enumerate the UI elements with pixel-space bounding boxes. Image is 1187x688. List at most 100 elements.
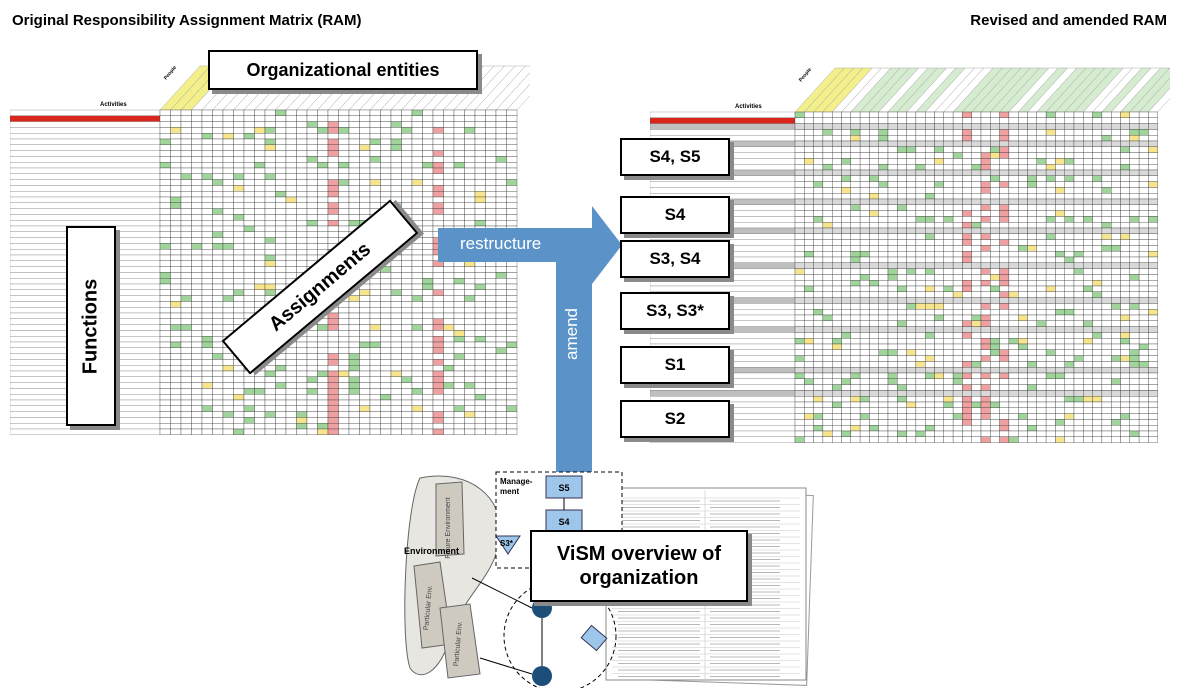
matrix-cell [906,158,917,165]
matrix-cell [233,214,245,221]
matrix-cell [962,135,972,142]
matrix-cell [999,384,1010,391]
matrix-cell [338,121,350,128]
matrix-cell [822,164,833,171]
matrix-cell [506,225,518,232]
matrix-cell [869,390,879,397]
matrix-cell [943,291,954,298]
matrix-cell [971,274,982,281]
matrix-cell [832,303,842,310]
matrix-cell [999,117,1010,124]
matrix-cell [962,123,972,130]
matrix-cell [952,396,963,403]
matrix-cell [906,239,917,246]
matrix-cell [306,347,318,354]
matrix-cell [275,115,287,122]
matrix-cell [443,278,455,285]
matrix-cell [1092,384,1103,391]
matrix-cell [906,274,917,281]
matrix-cell [943,181,954,188]
matrix-cell [191,307,203,314]
matrix-cell [999,291,1010,298]
matrix-cell [285,254,297,261]
matrix-cell [506,428,518,435]
matrix-cell [233,417,245,424]
matrix-cell [934,233,944,240]
matrix-cell [915,181,926,188]
matrix-row-label [650,181,796,188]
matrix-cell [296,411,308,418]
matrix-cell [464,144,476,151]
matrix-cell [850,140,861,147]
matrix-cell [1129,111,1140,118]
matrix-cell [369,312,381,319]
matrix-cell [275,202,287,209]
matrix-cell [348,121,360,128]
matrix-cell [1008,117,1019,124]
matrix-cell [906,326,917,333]
matrix-cell [369,370,381,377]
matrix-cell [1148,245,1158,252]
matrix-cell [952,274,963,281]
matrix-cell [1129,407,1140,414]
matrix-cell [841,204,851,211]
matrix-cell [422,185,434,192]
matrix-cell [1111,309,1121,316]
matrix-cell [971,227,982,234]
matrix-cell [925,146,935,153]
matrix-cell [1064,367,1075,374]
matrix-cell [1148,378,1158,385]
matrix-cell [897,390,907,397]
matrix-cell [243,144,255,151]
matrix-cell [1083,152,1093,159]
matrix-cell [1092,129,1103,136]
matrix-cell [794,262,805,269]
matrix-cell [1092,355,1103,362]
matrix-cell [264,138,276,145]
matrix-cell [1008,285,1019,292]
matrix-cell [443,359,455,366]
matrix-cell [1148,361,1158,368]
matrix-cell [1045,309,1056,316]
matrix-cell [1073,129,1084,136]
matrix-cell [952,355,963,362]
matrix-cell [369,318,381,325]
matrix-cell [495,365,507,372]
matrix-cell [390,347,402,354]
matrix-cell [878,204,889,211]
matrix-cell [359,202,371,209]
matrix-cell [804,227,814,234]
matrix-cell [1027,129,1037,136]
matrix-cell [443,428,455,435]
matrix-cell [1018,274,1028,281]
matrix-cell [1036,135,1047,142]
matrix-cell [887,175,898,182]
matrix-cell [934,262,944,269]
matrix-cell [1129,181,1140,188]
matrix-cell [1018,367,1028,374]
matrix-cell [934,343,944,350]
matrix-cell [222,220,234,227]
matrix-cell [841,181,851,188]
matrix-cell [159,208,171,215]
matrix-cell [1045,326,1056,333]
matrix-cell [990,430,1000,437]
matrix-cell [411,266,423,273]
matrix-cell [411,278,423,285]
matrix-cell [1018,332,1028,339]
matrix-cell [1073,222,1084,229]
matrix-cell [813,274,824,281]
matrix-cell [943,233,954,240]
matrix-cell [159,121,171,128]
matrix-cell [159,376,171,383]
matrix-cell [159,411,171,418]
matrix-cell [934,175,944,182]
matrix-cell [348,191,360,198]
matrix-cell [1073,123,1084,130]
matrix-cell [869,158,879,165]
matrix-cell [1064,227,1075,234]
matrix-cell [159,231,171,238]
matrix-cell [348,312,360,319]
matrix-cell [1055,251,1065,258]
matrix-cell [212,127,224,134]
